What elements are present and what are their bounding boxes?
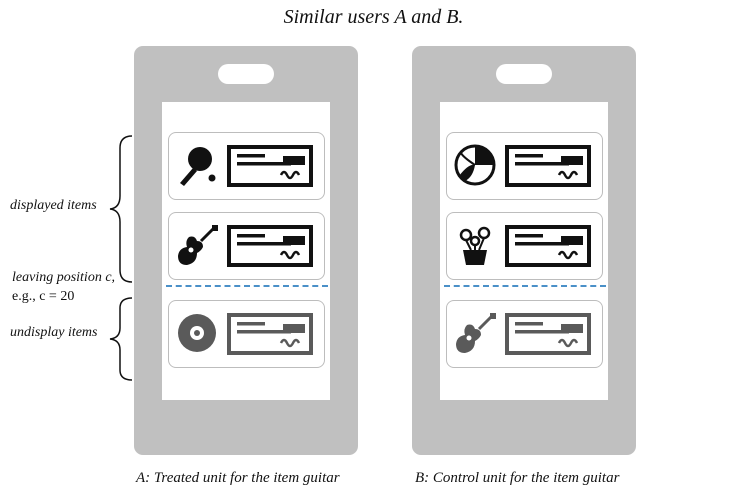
caption-control-unit: B: Control unit for the item guitar bbox=[415, 470, 620, 486]
undisplay-items-label: undisplay items bbox=[10, 325, 98, 340]
phone-a-displayed-item-2 bbox=[168, 212, 325, 280]
leaving-position-example: e.g., c = 20 bbox=[12, 289, 75, 304]
item-text-card-icon bbox=[227, 225, 313, 267]
guitar-icon bbox=[456, 313, 496, 353]
undisplay-items-brace bbox=[109, 297, 133, 381]
displayed-items-label: displayed items bbox=[10, 198, 97, 213]
caption-treated-unit: A: Treated unit for the item guitar bbox=[136, 470, 340, 486]
phone-b-displayed-item-1 bbox=[446, 132, 603, 200]
beach-ball-icon bbox=[454, 144, 496, 186]
displayed-items-brace bbox=[109, 135, 133, 283]
flower-pot-icon bbox=[459, 226, 491, 265]
item-text-card-icon bbox=[505, 313, 591, 355]
phone-a-speaker bbox=[218, 64, 274, 84]
phone-b-speaker bbox=[496, 64, 552, 84]
phone-b-screen bbox=[440, 102, 608, 400]
diagram-title: Similar users A and B. bbox=[283, 6, 464, 28]
phone-b bbox=[412, 46, 636, 455]
phone-a-undisplayed-item-1 bbox=[168, 300, 325, 368]
phone-b-undisplayed-item-1 bbox=[446, 300, 603, 368]
guitar-icon bbox=[178, 225, 218, 265]
item-text-card-icon bbox=[227, 313, 313, 355]
phone-a-displayed-item-1 bbox=[168, 132, 325, 200]
phone-a-screen bbox=[162, 102, 330, 400]
item-text-card-icon bbox=[227, 145, 313, 187]
phone-b-leaving-position-divider bbox=[444, 285, 606, 287]
phone-b-displayed-item-2 bbox=[446, 212, 603, 280]
ping-pong-icon bbox=[180, 147, 216, 186]
leaving-position-label: leaving position c, bbox=[12, 270, 116, 285]
disc-icon bbox=[178, 314, 216, 352]
phone-a-leaving-position-divider bbox=[166, 285, 328, 287]
item-text-card-icon bbox=[505, 225, 591, 267]
phone-a bbox=[134, 46, 358, 455]
item-text-card-icon bbox=[505, 145, 591, 187]
